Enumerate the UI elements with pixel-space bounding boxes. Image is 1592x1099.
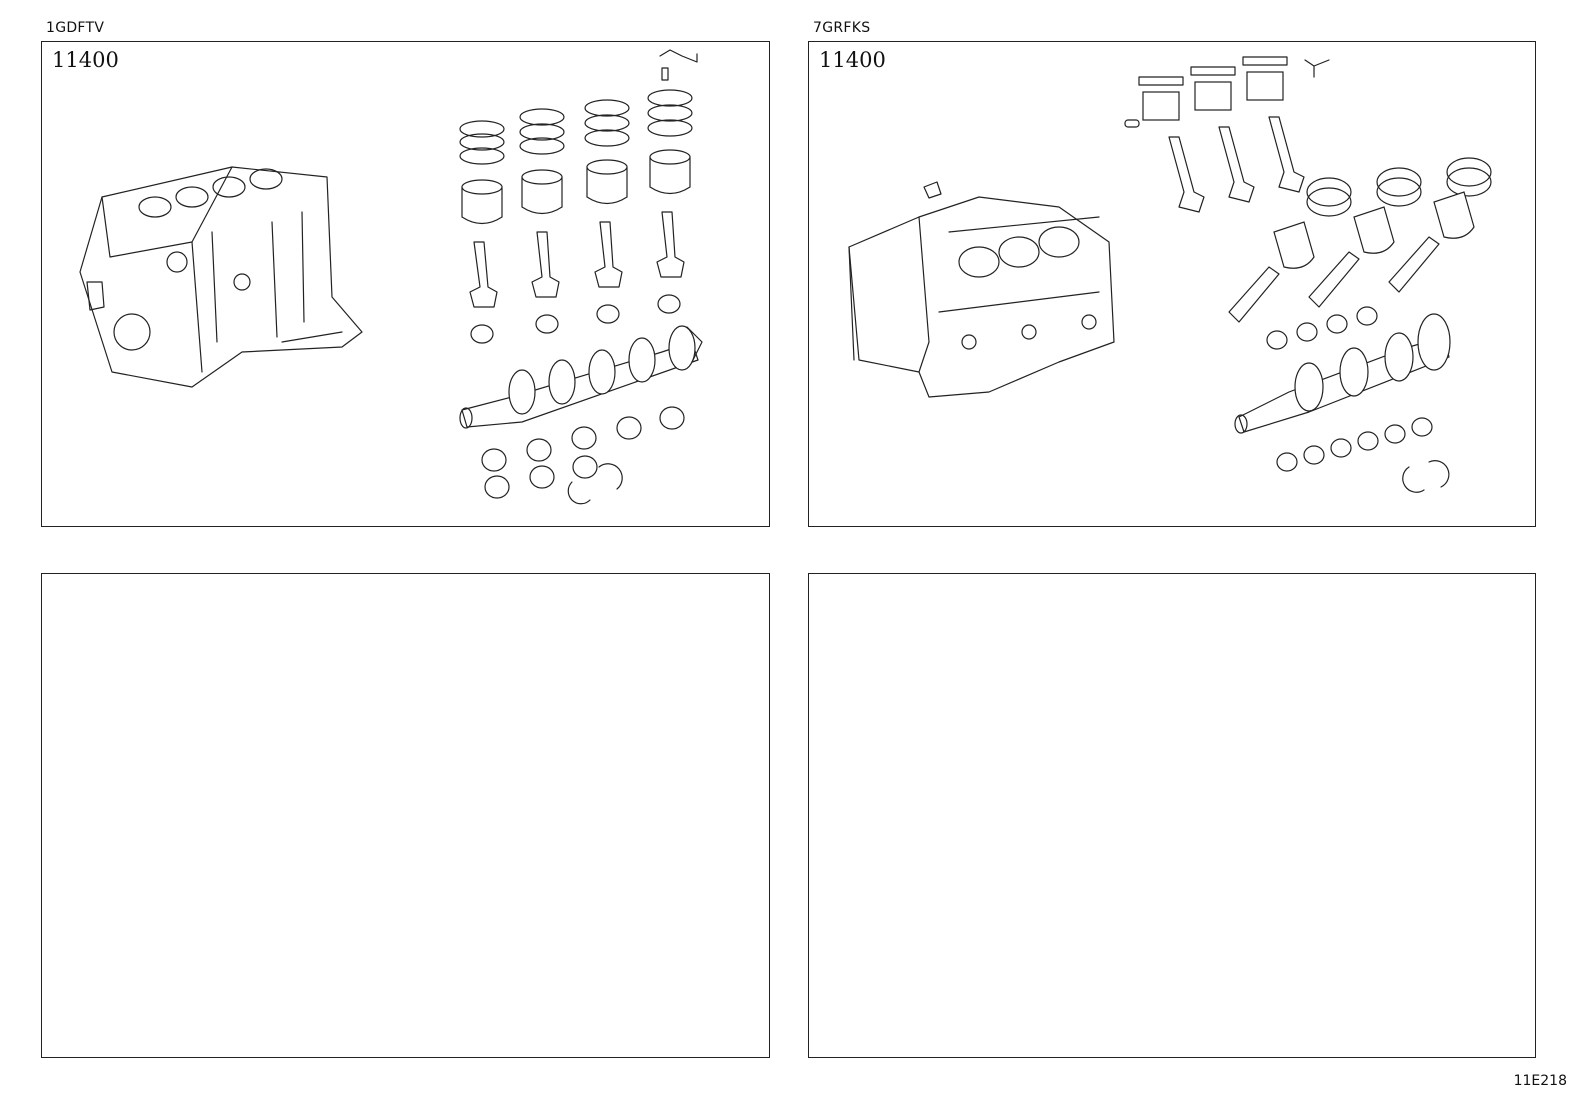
piston-assembly-drawing xyxy=(1124,56,1492,350)
sheet-id-label: 11E218 xyxy=(1513,1073,1567,1089)
main-bearing-drawing xyxy=(481,406,685,505)
cylinder-block-drawing xyxy=(79,166,363,388)
cylinder-block-drawing xyxy=(848,181,1115,398)
empty-diagram-panel xyxy=(808,573,1536,1058)
engine-code-label: 1GDFTV xyxy=(46,20,105,36)
engine-code-label: 7GRFKS xyxy=(813,20,871,36)
parts-diagram-panel[interactable]: 11400 xyxy=(41,41,770,527)
crankshaft-drawing xyxy=(459,325,703,429)
main-bearing-drawing xyxy=(1276,417,1450,493)
piston-assembly-drawing xyxy=(459,89,693,344)
parts-diagram-panel[interactable]: 11400 xyxy=(808,41,1536,527)
empty-diagram-panel xyxy=(41,573,770,1058)
crankshaft-drawing xyxy=(1234,313,1451,434)
inline4-short-block-illustration xyxy=(79,49,703,505)
oil-jet-drawing xyxy=(659,49,698,81)
v6-short-block-illustration xyxy=(848,56,1492,493)
part-number-label: 11400 xyxy=(819,48,886,72)
part-number-label: 11400 xyxy=(52,48,119,72)
